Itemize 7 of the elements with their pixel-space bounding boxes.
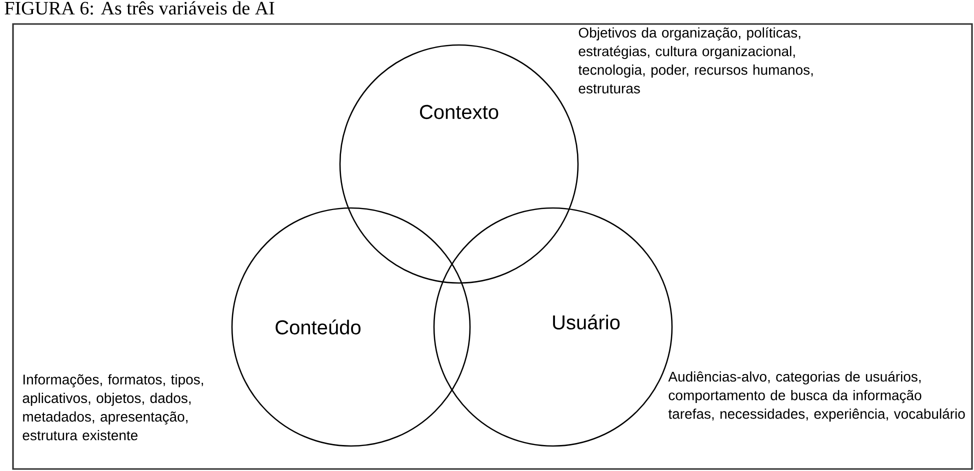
- circle-label: Usuário: [553, 314, 620, 330]
- description-text: Informações, formatos, tipos, aplicativos, objetos, dados, metadados, apresentação, estrutura existente: [22, 374, 203, 440]
- description-text: Audiências-alvo, categorias de usuários, comportamento de busca da informação tarefas, necessidades, experiência, vocabulário: [668, 371, 965, 422]
- figure-title: FIGURA 6: As três variáveis de AI: [4, 1, 274, 15]
- circle-label: Contexto: [420, 104, 498, 120]
- description-text: Objetivos da organização, políticas, estratégias, cultura organizacional, tecnologia, poder, recursos humanos, estruturas: [578, 27, 813, 94]
- circle-label: Conteúdo: [276, 320, 361, 334]
